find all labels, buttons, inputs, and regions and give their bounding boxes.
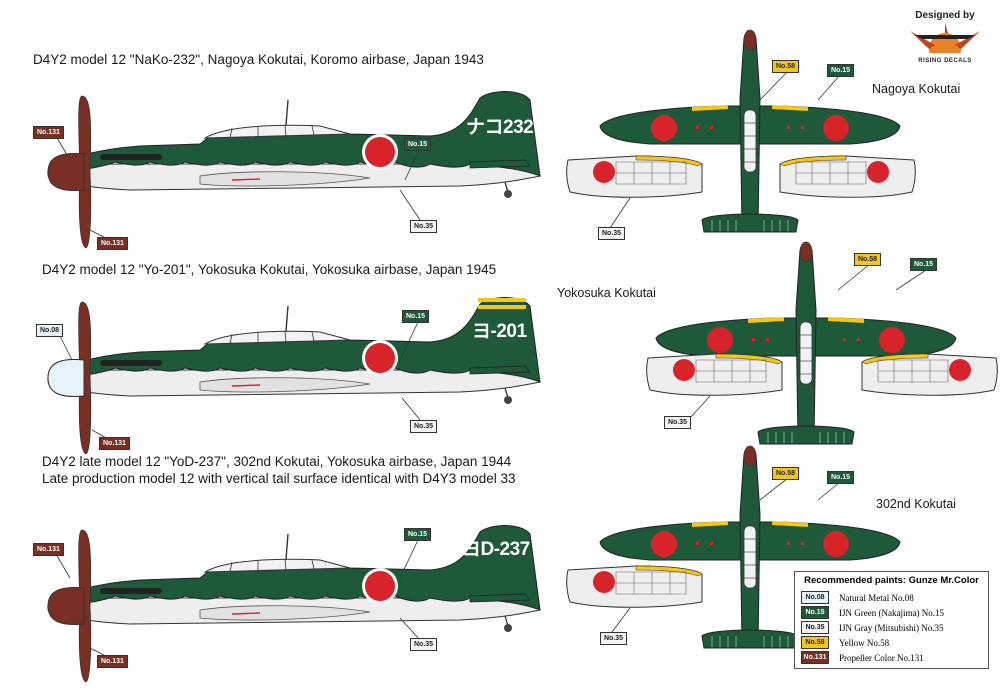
legend-name: Yellow No.58 [839,637,890,648]
legend-swatch: No.58 [801,636,829,649]
rising-decals-logo: Designed by RISING DECALS [900,10,990,65]
legend-swatch: No.15 [801,606,829,619]
legend-swatch: No.35 [801,621,829,634]
rising-sun-logo-icon [910,23,980,65]
callout-gray: No.35 [598,227,626,240]
legend-title: Recommended paints: Gunze Mr.Color [804,575,979,586]
unit-label-302nd: 302nd Kokutai [876,497,956,511]
legend-row: No.131 Propeller Color No.131 [801,651,924,664]
callout-gray: No.35 [600,632,628,645]
legend-swatch: No.131 [801,651,829,664]
legend-name: Propeller Color No.131 [839,652,924,663]
callout-yellow: No.58 [854,253,882,266]
designed-by-text: Designed by [915,10,975,21]
callout-prop: No.131 [99,437,130,450]
caption-nagoya: D4Y2 model 12 "NaKo-232", Nagoya Kokutai… [33,52,484,67]
callout-green: No.15 [910,258,938,271]
paint-legend: Recommended paints: Gunze Mr.Color No.08… [794,571,989,669]
tail-stripe-yellow [478,305,526,309]
underside-wing-left [646,353,783,396]
legend-row: No.58 Yellow No.58 [801,636,889,649]
underside-wing-left [566,565,703,608]
caption-302nd: D4Y2 late model 12 "YoD-237", 302nd Koku… [42,454,512,469]
tail-stripe-yellow [478,298,526,302]
callout-yellow: No.58 [772,60,800,73]
underside-wing-left [566,155,703,198]
callout-gray: No.35 [410,220,438,233]
caption-yokosuka: D4Y2 model 12 "Yo-201", Yokosuka Kokutai… [42,262,497,277]
plan-view-nagoya [599,29,901,233]
tail-code-yokosuka: ヨ-201 [472,321,527,342]
unit-label-yokosuka: Yokosuka Kokutai [557,286,656,300]
callout-prop: No.131 [97,655,128,668]
callout-spinner: No.131 [33,126,64,139]
callout-green: No.15 [827,64,855,77]
underside-wing-right [861,353,998,396]
callout-gray: No.35 [410,638,438,651]
spinner-natural-metal [47,359,85,397]
legend-name: IJN Gray (Mitsubishi) No.35 [839,622,944,633]
callout-gray: No.35 [410,420,438,433]
callout-green: No.15 [404,138,432,151]
callout-green: No.15 [404,528,432,541]
tail-code-302nd: ヨD-237 [462,539,530,560]
callout-prop: No.131 [97,237,128,250]
legend-row: No.35 IJN Gray (Mitsubishi) No.35 [801,621,944,634]
plan-view-yokosuka [655,241,957,445]
callout-green: No.15 [827,471,855,484]
caption-302nd-note: Late production model 12 with vertical t… [42,471,516,486]
legend-row: No.08 Natural Metal No.08 [801,591,914,604]
unit-label-nagoya: Nagoya Kokutai [872,82,961,96]
legend-name: Natural Metal No.08 [839,592,914,603]
callout-green: No.15 [402,310,430,323]
legend-swatch: No.08 [801,591,829,604]
underside-wing-right [779,155,916,198]
callout-spinner: No.08 [36,324,64,337]
brand-name: RISING DECALS [918,58,972,64]
legend-name: IJN Green (Nakajima) No.15 [839,607,944,618]
callout-gray: No.35 [664,416,692,429]
side-profile-yokosuka [47,296,541,455]
legend-row: No.15 IJN Green (Nakajima) No.15 [801,606,944,619]
callout-yellow: No.58 [772,467,800,480]
callout-spinner: No.131 [33,543,64,556]
tail-code-nagoya: ナコ232 [466,117,534,138]
